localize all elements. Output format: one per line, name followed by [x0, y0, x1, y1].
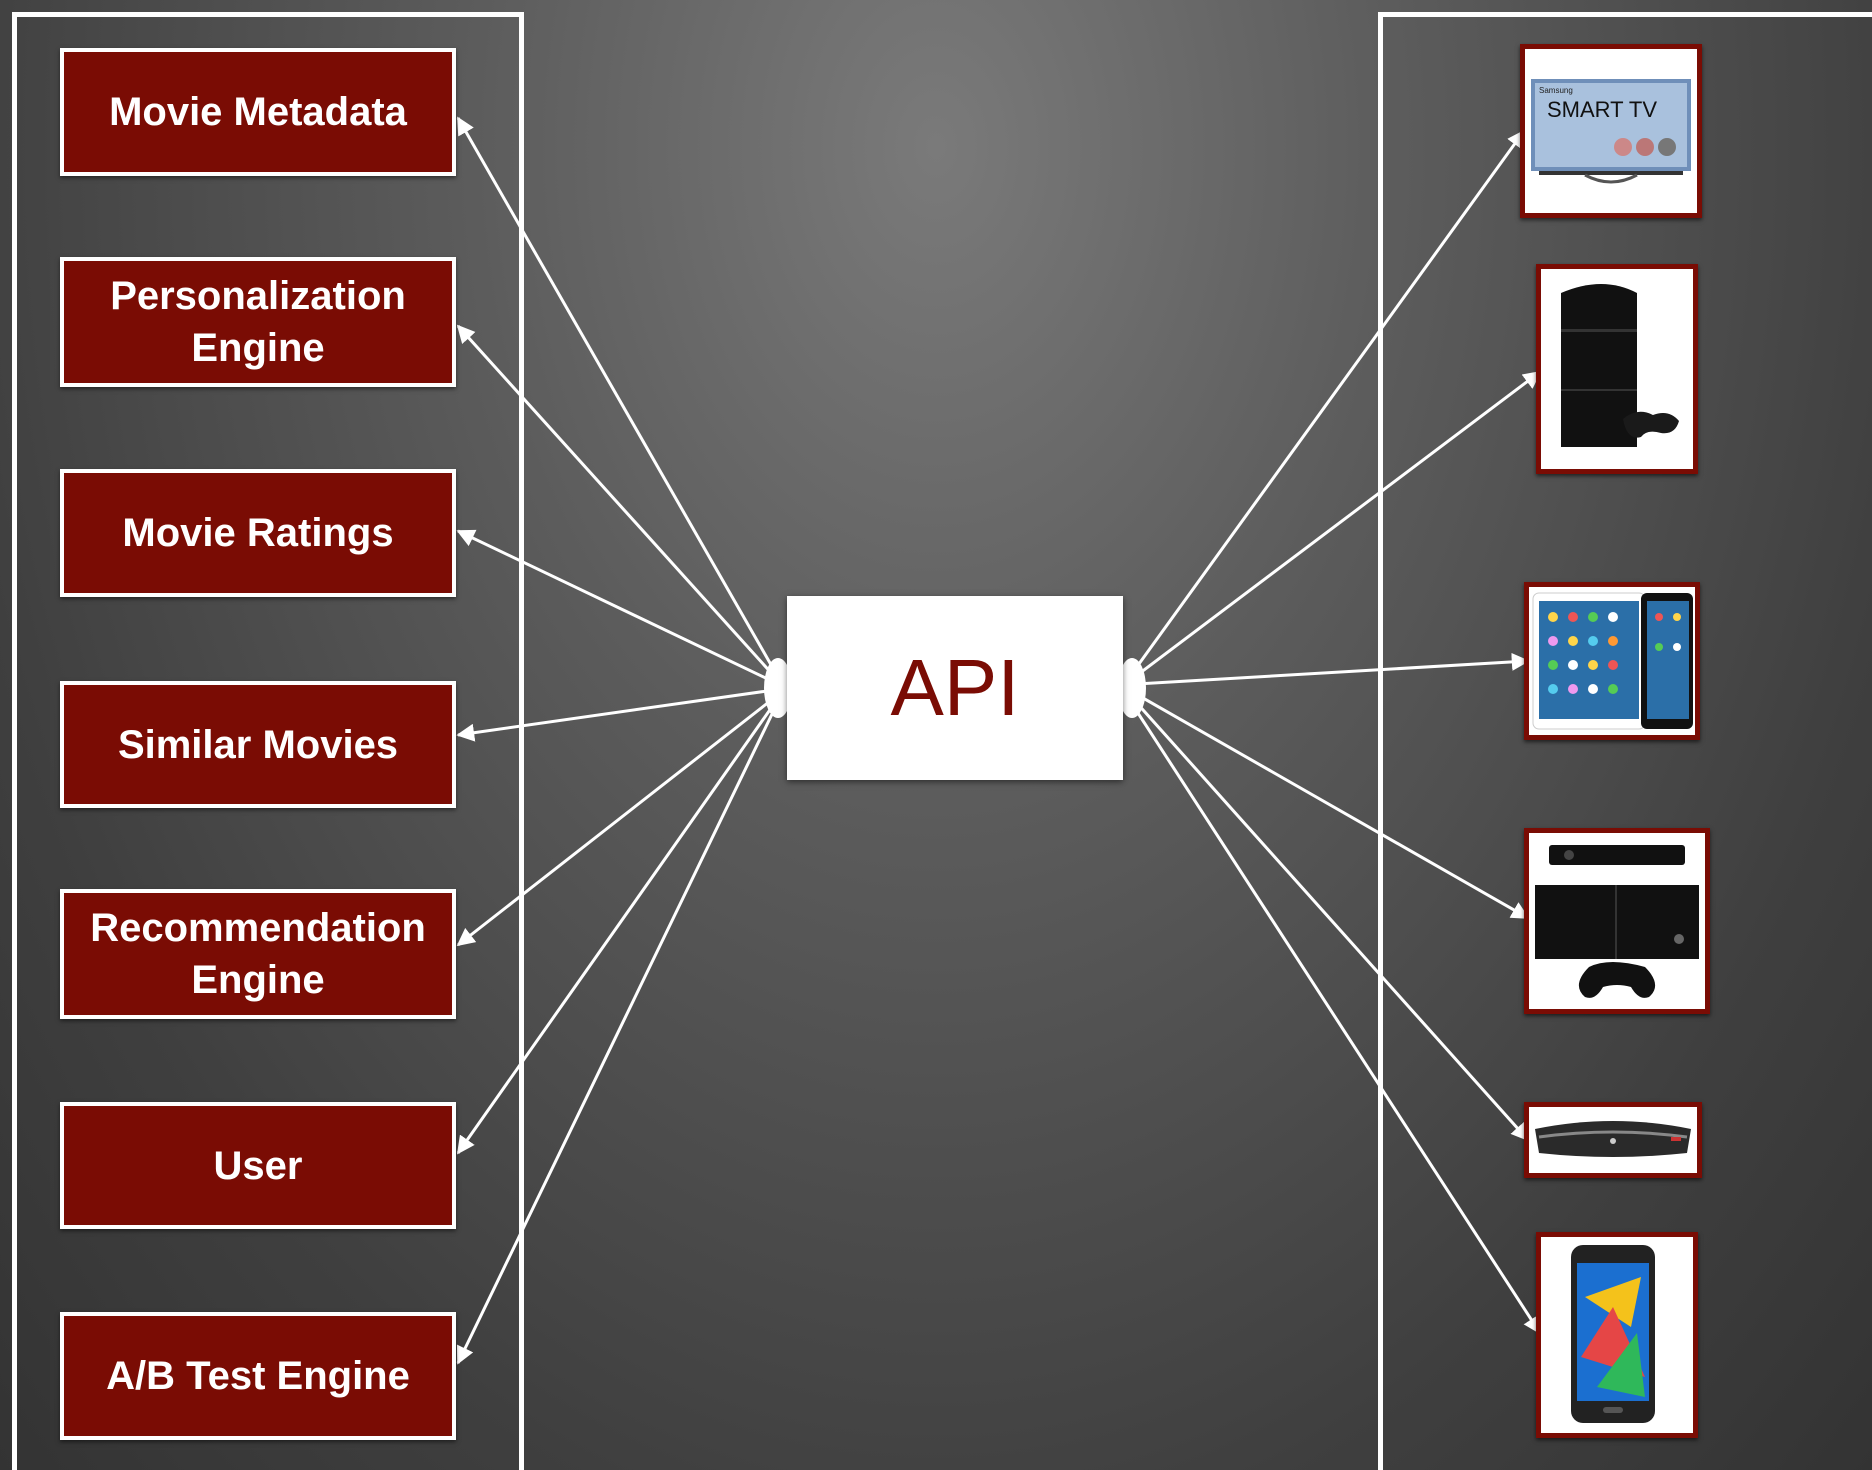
device-tablet	[1524, 582, 1700, 740]
game-console-kinect-icon	[1535, 845, 1699, 998]
api-label: API	[890, 643, 1020, 732]
device-game-console-tower	[1536, 264, 1698, 474]
tablet-icon	[1532, 592, 1693, 730]
connector-tablet	[1135, 652, 1530, 686]
device-smartphone	[1536, 1232, 1698, 1438]
service-label: Movie Ratings	[122, 511, 394, 555]
connector-movie-ratings	[456, 529, 775, 684]
smart-tv-icon: Samsung SMART TV	[1531, 79, 1691, 184]
service-ab-test-engine: A/B Test Engine	[60, 1312, 456, 1440]
service-label: Movie Metadata	[109, 90, 407, 134]
tv-brand-text: Samsung	[1539, 86, 1573, 95]
service-movie-ratings: Movie Ratings	[60, 469, 456, 597]
set-top-box-icon	[1535, 1121, 1691, 1157]
connector-smartphone	[1134, 709, 1542, 1335]
service-label: Personalization Engine	[110, 274, 406, 370]
smartphone-icon	[1571, 1245, 1655, 1423]
connector-movie-metadata	[456, 116, 776, 671]
service-label: User	[213, 1143, 303, 1188]
service-label: Similar Movies	[117, 722, 399, 767]
service-similar-movies: Similar Movies	[60, 681, 456, 808]
backend-services-panel	[12, 12, 524, 1470]
connector-similar-movies	[456, 688, 775, 742]
service-recommendation-engine: Recommendation Engine	[60, 889, 456, 1019]
connector-set-top-box	[1134, 700, 1530, 1142]
service-user: User	[60, 1102, 456, 1229]
connector-personalization-engine	[456, 324, 776, 678]
device-smart-tv: Samsung SMART TV	[1520, 44, 1702, 218]
game-console-tower-icon	[1561, 284, 1679, 447]
connector-user	[456, 703, 776, 1155]
connector-ab-test-engine	[456, 709, 776, 1365]
device-set-top-box	[1524, 1102, 1702, 1178]
connector-game-console-tower	[1135, 370, 1542, 678]
client-devices-panel	[1378, 12, 1872, 1470]
connector-smart-tv	[1134, 129, 1526, 669]
connector-recommendation-engine	[456, 696, 775, 947]
service-movie-metadata: Movie Metadata	[60, 48, 456, 176]
api-hub: API	[787, 596, 1123, 780]
service-personalization-engine: Personalization Engine	[60, 257, 456, 387]
device-game-console-kinect	[1524, 828, 1710, 1014]
connector-game-console-kinect	[1135, 692, 1530, 920]
tv-screen-text: SMART TV	[1547, 97, 1657, 122]
service-label: Recommendation Engine	[90, 906, 426, 1002]
service-label: A/B Test Engine	[106, 1354, 410, 1398]
